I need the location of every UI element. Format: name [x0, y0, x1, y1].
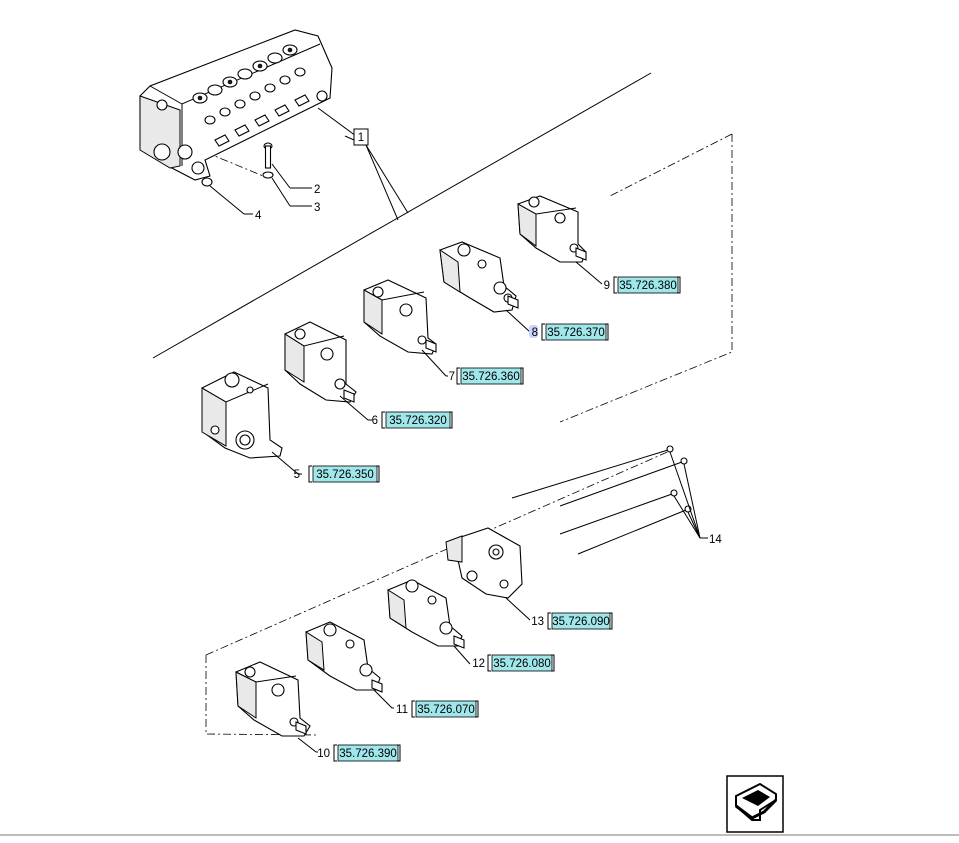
ref-callout-6[interactable]: 6 35.726.320 — [368, 411, 453, 429]
ref-link-5[interactable]: 35.726.350 — [316, 469, 374, 481]
upper-section-enclosure — [559, 134, 733, 423]
ref-callout-5[interactable]: 5 35.726.350 — [294, 465, 380, 483]
ref-link-8[interactable]: 35.726.370 — [547, 327, 605, 339]
ref-callout-13[interactable]: 13 35.726.090 — [531, 612, 613, 630]
section-12-part — [387, 579, 471, 665]
ref-box-7 — [460, 367, 522, 385]
ref-link-6[interactable]: 35.726.320 — [389, 415, 447, 427]
ref-link-10[interactable]: 35.726.390 — [339, 748, 397, 760]
callout-number-7: 7 — [449, 371, 455, 383]
ref-callout-12[interactable]: 12 35.726.080 — [472, 654, 555, 672]
ref-link-11[interactable]: 35.726.070 — [417, 704, 475, 716]
ref-box-6 — [385, 411, 451, 429]
washer-part — [201, 177, 245, 215]
ref-link-9[interactable]: 35.726.380 — [619, 280, 677, 292]
section-8-part — [439, 241, 531, 333]
callout-number-13: 13 — [531, 616, 544, 628]
ref-box-10 — [337, 744, 399, 762]
callout-number-9: 9 — [604, 280, 610, 292]
callout-number-5: 5 — [294, 469, 300, 481]
bottom-divider — [0, 834, 959, 836]
ref-box-13 — [551, 612, 611, 630]
ref-link-12[interactable]: 35.726.080 — [493, 658, 551, 670]
assembly-callout: 1 — [344, 128, 409, 221]
callout-number-4: 4 — [255, 210, 262, 222]
bolt-part — [262, 142, 291, 207]
plain-callouts: 2 3 4 14 — [244, 184, 722, 546]
section-6-part — [284, 321, 369, 421]
ref-callout-11[interactable]: 11 35.726.070 — [392, 700, 479, 718]
section-divider-line — [152, 72, 652, 359]
callout-number-11: 11 — [396, 704, 408, 716]
end-cover-part — [445, 527, 531, 621]
ref-box-8 — [545, 323, 607, 341]
callout-number-10: 10 — [317, 748, 330, 760]
tie-rods-part — [511, 445, 708, 555]
control-valve-assembly — [139, 29, 357, 181]
ref-box-5 — [312, 465, 378, 483]
section-10-part — [235, 661, 317, 753]
callout-highlight-8 — [529, 325, 538, 338]
next-page-arrow-icon[interactable] — [726, 775, 784, 833]
callout-number-14: 14 — [709, 534, 722, 546]
ref-box-9 — [617, 276, 679, 294]
ref-box-11 — [415, 700, 477, 718]
ref-box-12 — [491, 654, 553, 672]
callout-number-3: 3 — [314, 202, 320, 214]
ref-callout-9[interactable]: 9 35.726.380 — [604, 276, 681, 294]
callout-number-2: 2 — [314, 184, 320, 196]
ref-link-7[interactable]: 35.726.360 — [462, 371, 520, 383]
callout-number-12: 12 — [472, 658, 485, 670]
section-9-part — [517, 195, 603, 285]
ref-callout-7[interactable]: 7 35.726.360 — [446, 367, 524, 385]
callout-number-8: 8 — [532, 327, 538, 339]
inlet-section-part — [201, 371, 299, 475]
assembly-callout-number: 1 — [358, 132, 364, 144]
ref-callout-8[interactable]: 8 35.726.370 — [529, 323, 609, 341]
ref-link-13[interactable]: 35.726.090 — [552, 616, 610, 628]
callout-number-6: 6 — [372, 415, 378, 427]
ref-callout-10[interactable]: 10 35.726.390 — [316, 744, 401, 762]
section-7-part — [363, 279, 447, 377]
section-11-part — [305, 621, 393, 709]
